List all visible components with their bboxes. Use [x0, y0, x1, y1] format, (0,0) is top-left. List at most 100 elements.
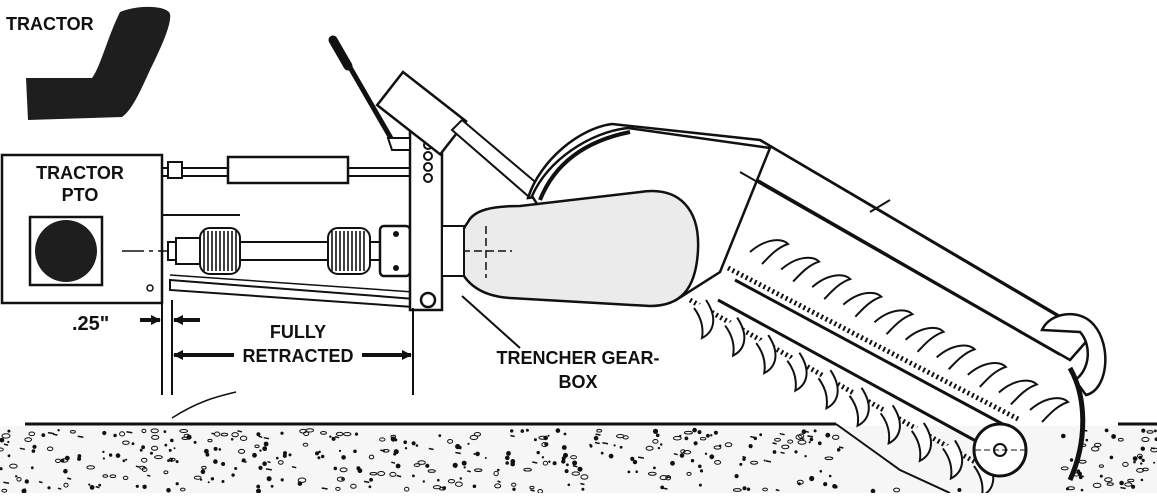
gravel-dot: [1080, 488, 1084, 492]
chain-tooth-lower: [817, 369, 839, 410]
gravel-dot: [473, 453, 476, 455]
gravel-dot: [1109, 455, 1114, 460]
gravel-dash: [572, 465, 578, 468]
gravel-dot: [577, 466, 583, 472]
gravel-dash: [497, 480, 501, 483]
gravel-pebble: [369, 472, 378, 476]
gravel-pebble: [0, 447, 4, 452]
cylinder-end: [167, 161, 183, 179]
chain-tooth-lower: [724, 317, 746, 358]
gravel-dot: [566, 463, 569, 467]
gravel-dot: [1140, 446, 1146, 451]
gravel-dot: [259, 449, 262, 452]
gravel-dot: [627, 470, 631, 474]
chain-tooth-lower: [786, 352, 808, 393]
gravel-dot: [657, 446, 661, 450]
upper-arm-link: [450, 118, 542, 198]
gravel-pebble: [796, 479, 804, 485]
gravel-dot: [692, 427, 697, 433]
gravel-pebble: [622, 435, 629, 440]
gravel-dot: [193, 440, 197, 444]
gravel-dot: [1153, 461, 1156, 464]
gravel-pebble: [832, 434, 840, 440]
gravel-dot: [1140, 478, 1144, 482]
gravel-pebble: [417, 460, 426, 465]
gravel-pebble: [119, 431, 126, 437]
gravel-pebble: [350, 483, 357, 489]
gravel-dot: [186, 434, 192, 440]
gearbox-housing: [456, 189, 700, 308]
gravel-pebble: [9, 463, 18, 469]
gravel-dash: [38, 480, 43, 484]
gravel-dot: [455, 443, 461, 450]
gravel-pebble: [102, 474, 109, 478]
gravel-dot: [262, 461, 267, 467]
chain-tooth-lower: [879, 404, 901, 446]
upper-cylinder-box: [375, 70, 468, 157]
gravel-dot: [567, 483, 571, 487]
gravel-dash: [595, 433, 601, 436]
gravel-dot: [170, 438, 174, 443]
tractor-pto-panel: TRACTOR PTO: [0, 153, 164, 305]
gravel-dot: [266, 476, 272, 482]
gravel-pebble: [699, 437, 707, 441]
gravel-pebble: [1137, 453, 1143, 459]
gravel-dot: [210, 477, 215, 481]
gravel-dot: [256, 432, 261, 437]
yoke-bolt-2: [393, 265, 399, 271]
gravel-dot: [166, 488, 171, 493]
gravel-dot: [589, 443, 592, 447]
gravel-pebble: [151, 445, 159, 451]
gravel-dot: [652, 428, 659, 434]
gravel-dot: [15, 475, 18, 478]
shaft-guard-boot-rear: [327, 227, 371, 275]
gravel-dash: [95, 485, 100, 489]
gravel-dot: [1154, 437, 1157, 441]
gravel-pebble: [379, 437, 386, 442]
gravel-dot: [102, 430, 107, 436]
gravel-pebble: [404, 486, 410, 492]
gravel-dot: [63, 468, 68, 474]
gravel-dot: [520, 429, 525, 433]
gravel-dot: [1104, 428, 1109, 433]
gravel-dot: [763, 459, 766, 462]
gravel-dot: [593, 435, 599, 441]
gravel-dash: [780, 451, 785, 455]
gravel-pebble: [320, 431, 327, 435]
gravel-dash: [77, 435, 84, 439]
gravel-dot: [619, 445, 623, 449]
gravel-dot: [698, 483, 702, 487]
gravel-dash: [334, 435, 340, 439]
gravel-pebble: [523, 467, 532, 472]
gravel-dot: [706, 433, 710, 438]
gravel-pebble: [1091, 446, 1100, 452]
gravel-dot: [467, 442, 470, 445]
gravel-dot: [102, 457, 105, 460]
gravel-dot: [772, 450, 777, 454]
gravel-dot: [170, 459, 173, 463]
gravel-dot: [1154, 429, 1157, 433]
gravel-pebble: [254, 444, 260, 449]
gravel-dot: [108, 453, 113, 457]
chain-tooth-upper: [936, 344, 977, 371]
gravel-dot: [280, 478, 284, 482]
ground-fill: [0, 426, 1157, 493]
gravel-dot: [280, 431, 284, 435]
gravel-dot: [572, 460, 578, 466]
mast-hole-4: [423, 173, 433, 183]
gravel-dot: [231, 473, 235, 477]
pto-driveline: [167, 224, 419, 278]
gravel-dot: [437, 478, 440, 482]
gravel-dot: [670, 460, 675, 466]
boom-beam-top: [759, 138, 1091, 337]
gravel-pebble: [368, 454, 375, 460]
gravel-texture: [0, 427, 1157, 494]
gravel-dot: [699, 469, 704, 473]
gravel-dot: [475, 451, 480, 457]
gravel-dot: [600, 451, 604, 455]
gravel-pebble: [339, 467, 348, 473]
gravel-pebble: [732, 488, 742, 492]
gravel-dot: [484, 457, 487, 459]
shaft-guard-boot-front: [199, 227, 241, 275]
chain-tooth-upper: [1029, 397, 1070, 423]
